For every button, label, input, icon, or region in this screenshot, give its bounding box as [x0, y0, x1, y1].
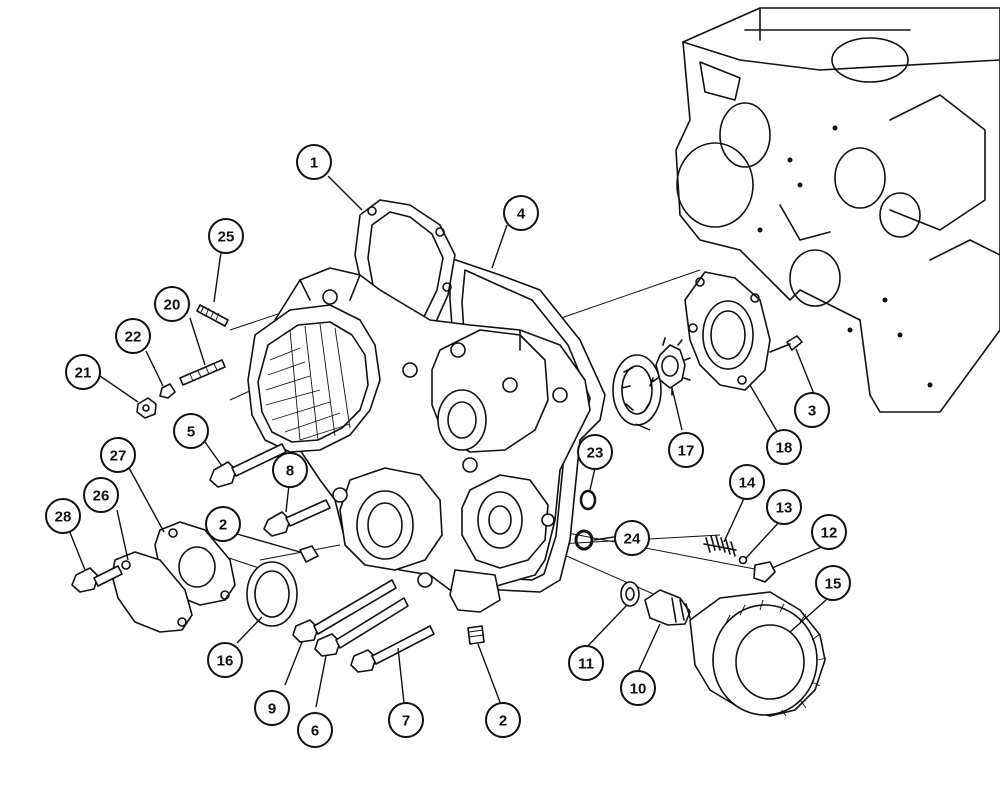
callout-c26: 26	[83, 477, 119, 513]
callout-label: 5	[187, 424, 195, 441]
callout-c21: 21	[65, 354, 101, 390]
callout-label: 18	[776, 440, 793, 457]
callout-c22: 22	[115, 318, 151, 354]
callout-label: 2	[219, 517, 227, 534]
callout-c18: 18	[766, 429, 802, 465]
callout-circle	[83, 477, 119, 513]
callout-label: 22	[125, 329, 142, 346]
callout-label: 10	[630, 681, 647, 698]
callout-circle	[568, 645, 604, 681]
callout-label: 4	[517, 206, 526, 223]
callout-circle	[296, 144, 332, 180]
callout-circle	[766, 429, 802, 465]
callout-c20: 20	[154, 286, 190, 322]
callout-circle	[208, 218, 244, 254]
oil-pump-assembly	[612, 271, 803, 426]
callout-label: 9	[268, 701, 276, 718]
callout-circle	[65, 354, 101, 390]
callout-c25: 25	[208, 218, 244, 254]
callout-c2a: 2	[205, 506, 241, 542]
callout-c15: 15	[815, 565, 851, 601]
callout-label: 28	[55, 509, 72, 526]
callout-label: 1	[310, 155, 318, 172]
oil-filter-parts	[620, 581, 827, 717]
callout-circle	[297, 712, 333, 748]
callout-circle	[154, 286, 190, 322]
oil-seal	[246, 561, 298, 627]
callout-label: 23	[587, 445, 604, 462]
callout-c10: 10	[620, 670, 656, 706]
callout-label: 20	[164, 297, 181, 314]
callout-label: 11	[578, 656, 594, 673]
relief-valve-parts	[703, 535, 776, 583]
callout-circle	[794, 392, 830, 428]
callout-circle	[45, 498, 81, 534]
callout-circle	[272, 452, 308, 488]
callout-label: 2	[499, 713, 507, 730]
callout-c24: 24	[614, 520, 650, 556]
callout-c14: 14	[729, 464, 765, 500]
callout-circle	[614, 520, 650, 556]
callout-circle	[503, 195, 539, 231]
callout-circle	[766, 489, 802, 525]
callout-circle	[207, 642, 243, 678]
callout-c3: 3	[794, 392, 830, 428]
callout-circle	[388, 702, 424, 738]
callout-label: 17	[678, 443, 695, 460]
timing-cover-housing	[247, 267, 591, 613]
callout-circle	[815, 565, 851, 601]
callout-c9: 9	[254, 690, 290, 726]
callout-c6: 6	[297, 712, 333, 748]
callout-circle	[729, 464, 765, 500]
callout-c27: 27	[100, 437, 136, 473]
leader-lines	[68, 175, 827, 713]
callout-label: 6	[311, 723, 319, 740]
callout-label: 14	[739, 475, 756, 492]
callout-label: 7	[402, 713, 410, 730]
callout-c16: 16	[207, 642, 243, 678]
fasteners	[71, 304, 485, 673]
callout-label: 16	[217, 653, 234, 670]
callout-circle	[811, 514, 847, 550]
callout-label: 15	[825, 576, 842, 593]
callout-label: 24	[624, 531, 641, 548]
callout-c23: 23	[577, 434, 613, 470]
callout-c7: 7	[388, 702, 424, 738]
callout-circle	[620, 670, 656, 706]
callout-c5: 5	[173, 413, 209, 449]
callout-label: 12	[821, 525, 838, 542]
callout-c4: 4	[503, 195, 539, 231]
callout-circle	[254, 690, 290, 726]
callout-circle	[485, 702, 521, 738]
engine-block	[675, 7, 1000, 413]
callout-circle	[577, 434, 613, 470]
o-rings	[574, 489, 597, 551]
callout-circle	[205, 506, 241, 542]
callout-label: 27	[110, 448, 127, 465]
callout-c13: 13	[766, 489, 802, 525]
cover-plate-parts	[111, 521, 236, 633]
callout-label: 26	[93, 488, 110, 505]
callout-c8: 8	[272, 452, 308, 488]
callout-circle	[173, 413, 209, 449]
callout-c2b: 2	[485, 702, 521, 738]
callout-label: 8	[286, 463, 294, 480]
callout-c1: 1	[296, 144, 332, 180]
callout-circle	[668, 432, 704, 468]
callout-circle	[115, 318, 151, 354]
callout-c12: 12	[811, 514, 847, 550]
callout-circle	[100, 437, 136, 473]
callout-c28: 28	[45, 498, 81, 534]
callout-c11: 11	[568, 645, 604, 681]
callout-c17: 17	[668, 432, 704, 468]
callout-label: 13	[776, 500, 793, 517]
callout-label: 21	[75, 365, 92, 382]
callout-label: 3	[808, 403, 816, 420]
callout-label: 25	[218, 229, 235, 246]
